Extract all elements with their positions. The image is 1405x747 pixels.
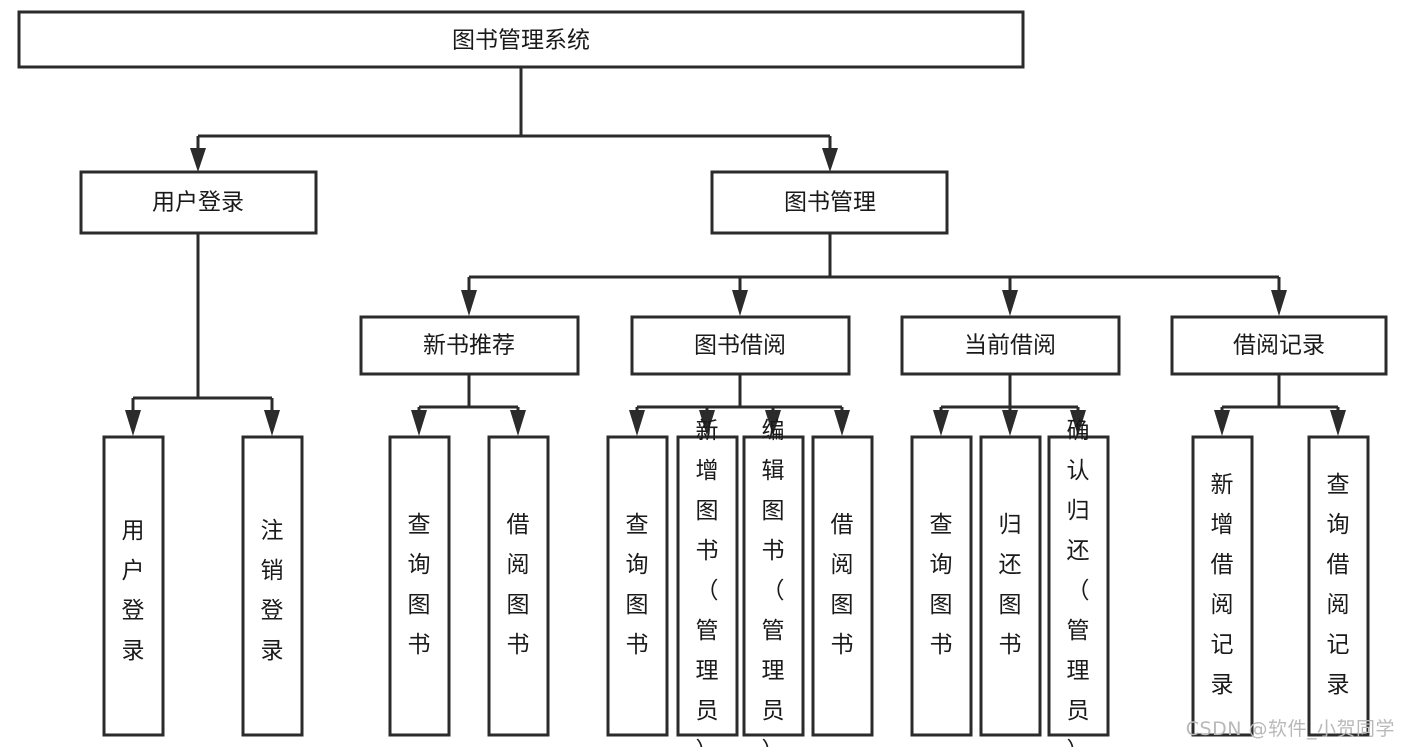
node-leaf-query-book-2[interactable]: 查询图书 — [606, 435, 669, 737]
arrow-head-leaf-query-record — [1330, 410, 1346, 436]
arrow-head-new-book-rec — [461, 290, 477, 316]
arrow-head-book-borrow — [732, 290, 748, 316]
node-user-login[interactable]: 用户登录 — [79, 170, 318, 235]
arrow-head-leaf-borrow-book-1 — [510, 410, 526, 436]
node-new-book-rec[interactable]: 新书推荐 — [359, 315, 580, 376]
node-leaf-edit-book-label: 编辑图书（管理员） — [762, 418, 785, 747]
node-borrow-record-label: 借阅记录 — [1233, 333, 1325, 359]
arrow-head-current-borrow — [1002, 290, 1018, 316]
node-book-manage-label: 图书管理 — [784, 190, 876, 216]
edge-group-new-book-rec — [411, 374, 526, 436]
node-leaf-query-record[interactable]: 查询借阅记录 — [1307, 435, 1370, 737]
node-leaf-confirm-return-box[interactable] — [1047, 435, 1110, 737]
node-leaf-add-record-box[interactable] — [1191, 435, 1254, 737]
node-leaf-query-book-1-label: 查询图书 — [408, 512, 431, 658]
node-current-borrow[interactable]: 当前借阅 — [900, 315, 1121, 376]
node-leaf-edit-book-box[interactable] — [742, 435, 805, 737]
node-leaf-query-record-label: 查询借阅记录 — [1327, 472, 1350, 698]
node-leaf-query-record-box[interactable] — [1307, 435, 1370, 737]
node-leaf-query-book-3[interactable]: 查询图书 — [910, 435, 973, 737]
node-current-borrow-box[interactable] — [900, 315, 1121, 376]
edge-group-book-manage — [461, 233, 1287, 316]
node-new-book-rec-label: 新书推荐 — [423, 333, 515, 359]
node-user-login-label: 用户登录 — [152, 190, 244, 216]
node-leaf-borrow-book-2[interactable]: 借阅图书 — [811, 435, 874, 737]
arrow-head-leaf-add-record — [1214, 410, 1230, 436]
edge-group-current-borrow — [933, 374, 1086, 436]
node-leaf-edit-book[interactable]: 编辑图书（管理员） — [742, 418, 805, 747]
node-leaf-query-book-3-label: 查询图书 — [930, 512, 953, 658]
node-root[interactable]: 图书管理系统 — [17, 10, 1025, 69]
arrow-head-leaf-confirm-return — [1070, 410, 1086, 436]
node-leaf-query-book-1-box[interactable] — [388, 435, 451, 737]
node-book-manage-box[interactable] — [710, 170, 949, 235]
node-leaf-query-book-1[interactable]: 查询图书 — [388, 435, 451, 737]
node-leaf-user-logout[interactable]: 注销登录 — [241, 435, 304, 737]
node-root-label: 图书管理系统 — [452, 28, 590, 54]
node-current-borrow-label: 当前借阅 — [964, 333, 1056, 359]
node-leaf-query-book-3-box[interactable] — [910, 435, 973, 737]
node-new-book-rec-box[interactable] — [359, 315, 580, 376]
edge-group-user-login — [125, 233, 280, 436]
arrow-head-leaf-add-book — [699, 410, 715, 436]
node-leaf-add-book[interactable]: 新增图书（管理员） — [676, 418, 739, 747]
edge-group-book-borrow — [629, 374, 850, 436]
node-leaf-borrow-book-2-box[interactable] — [811, 435, 874, 737]
arrow-head-leaf-query-book-1 — [411, 410, 427, 436]
node-leaf-add-record-label: 新增借阅记录 — [1211, 472, 1234, 698]
node-leaf-borrow-book-2-label: 借阅图书 — [831, 512, 854, 658]
arrow-head-leaf-edit-book — [765, 410, 781, 436]
node-leaf-return-book-label: 归还图书 — [999, 512, 1022, 658]
node-user-login-box[interactable] — [79, 170, 318, 235]
node-leaf-user-logout-box[interactable] — [241, 435, 304, 737]
arrow-head-borrow-record — [1271, 290, 1287, 316]
node-root-box[interactable] — [17, 10, 1025, 69]
node-book-borrow[interactable]: 图书借阅 — [630, 315, 851, 376]
arrow-head-leaf-user-logout — [264, 410, 280, 436]
node-borrow-record[interactable]: 借阅记录 — [1170, 315, 1388, 376]
node-leaf-borrow-book-1-label: 借阅图书 — [507, 512, 530, 658]
node-leaf-add-book-box[interactable] — [676, 435, 739, 737]
node-borrow-record-box[interactable] — [1170, 315, 1388, 376]
node-leaf-borrow-book-1[interactable]: 借阅图书 — [487, 435, 550, 737]
node-book-manage[interactable]: 图书管理 — [710, 170, 949, 235]
node-leaf-query-book-2-box[interactable] — [606, 435, 669, 737]
node-leaf-confirm-return-label: 确认归还（管理员） — [1067, 418, 1090, 747]
node-leaf-user-login[interactable]: 用户登录 — [102, 435, 165, 737]
arrow-head-user-login — [190, 148, 206, 172]
node-leaf-confirm-return[interactable]: 确认归还（管理员） — [1047, 418, 1110, 747]
node-leaf-return-book[interactable]: 归还图书 — [979, 435, 1042, 737]
arrow-head-book-manage — [822, 148, 838, 172]
node-leaf-add-book-label: 新增图书（管理员） — [696, 418, 719, 747]
node-leaf-user-logout-label: 注销登录 — [261, 518, 284, 664]
arrow-head-leaf-query-book-3 — [933, 410, 949, 436]
node-leaf-query-book-2-label: 查询图书 — [626, 512, 649, 658]
arrow-head-leaf-return-book — [1002, 410, 1018, 436]
arrow-head-leaf-borrow-book-2 — [834, 410, 850, 436]
arrow-head-leaf-user-login — [125, 410, 141, 436]
arrow-head-leaf-query-book-2 — [629, 410, 645, 436]
edge-group-borrow-record — [1214, 374, 1346, 436]
node-leaf-borrow-book-1-box[interactable] — [487, 435, 550, 737]
node-leaf-user-login-label: 用户登录 — [122, 518, 145, 664]
node-book-borrow-label: 图书借阅 — [694, 333, 786, 359]
node-leaf-add-record[interactable]: 新增借阅记录 — [1191, 435, 1254, 737]
node-leaf-user-login-box[interactable] — [102, 435, 165, 737]
node-leaf-return-book-box[interactable] — [979, 435, 1042, 737]
edge-group-root — [190, 67, 838, 172]
node-book-borrow-box[interactable] — [630, 315, 851, 376]
